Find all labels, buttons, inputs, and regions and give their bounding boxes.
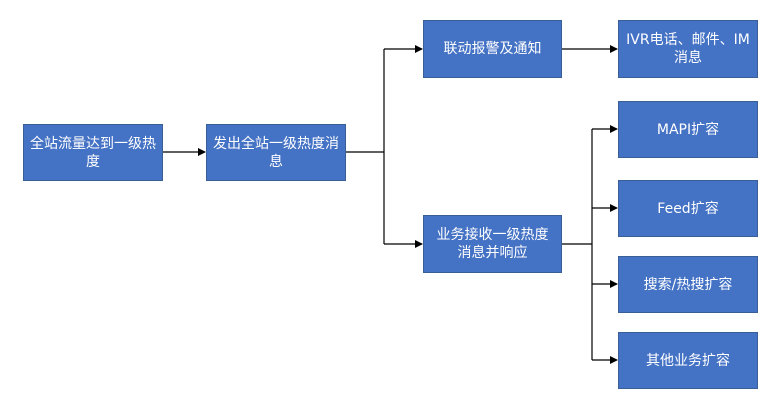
- node-label: 业务接收一级热度消息并响应: [436, 227, 549, 261]
- node-notification-channels: IVR电话、邮件、IM消息: [618, 20, 758, 78]
- node-site-traffic-level1: 全站流量达到一级热度: [23, 124, 163, 181]
- node-other-business-scale: 其他业务扩容: [618, 332, 758, 389]
- node-alert-and-notify: 联动报警及通知: [423, 20, 562, 78]
- node-label: 搜索/热搜扩容: [643, 276, 733, 293]
- node-search-scale: 搜索/热搜扩容: [618, 256, 758, 313]
- node-label: 全站流量达到一级热度: [30, 135, 156, 170]
- node-label: IVR电话、邮件、IM消息: [626, 32, 750, 66]
- node-label: MAPI扩容: [656, 121, 720, 138]
- node-mapi-scale: MAPI扩容: [618, 101, 758, 158]
- node-label: 其他业务扩容: [646, 352, 730, 369]
- node-label: 发出全站一级热度消息: [213, 135, 339, 170]
- node-feed-scale: Feed扩容: [618, 180, 758, 237]
- node-send-level1-message: 发出全站一级热度消息: [206, 124, 346, 181]
- node-label: 联动报警及通知: [443, 41, 542, 57]
- node-label: Feed扩容: [657, 200, 719, 217]
- node-business-response: 业务接收一级热度消息并响应: [423, 215, 562, 273]
